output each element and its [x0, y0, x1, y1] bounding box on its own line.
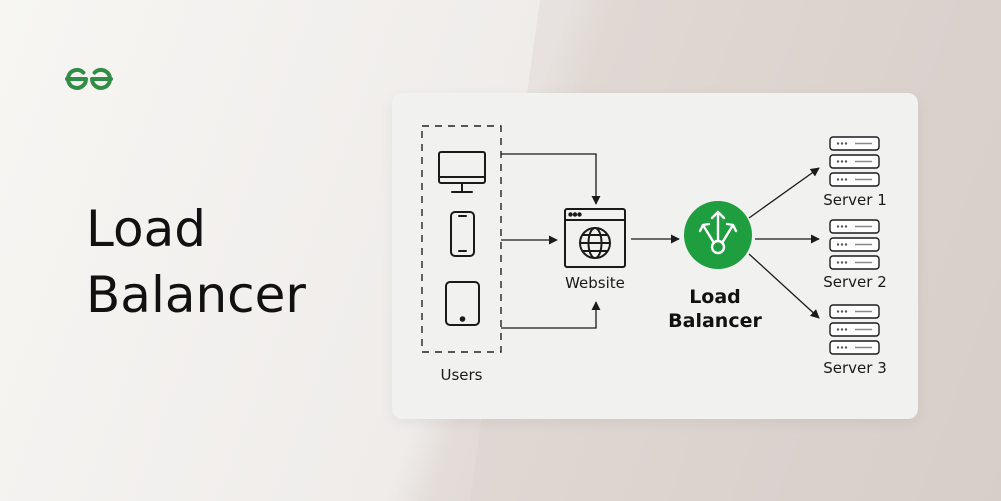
server-2-label: Server 2	[823, 273, 887, 291]
lb-label-line-2: Balancer	[668, 310, 762, 332]
server-icon	[829, 219, 880, 270]
gfg-logo-icon	[65, 67, 113, 90]
load-balancer-label: Load Balancer	[650, 285, 780, 333]
users-group-box	[421, 125, 502, 353]
title-line-1: Load	[86, 200, 206, 258]
users-to-website-connectors	[501, 153, 601, 329]
website-label: Website	[565, 274, 625, 292]
users-label: Users	[440, 366, 483, 384]
page-title: Load Balancer	[86, 196, 306, 328]
server-1-label: Server 1	[823, 191, 887, 209]
title-line-2: Balancer	[86, 266, 306, 324]
website-icon	[564, 208, 626, 268]
tablet-icon	[445, 281, 480, 326]
monitor-icon	[438, 151, 486, 193]
server-icon	[829, 304, 880, 355]
lb-label-line-1: Load	[689, 286, 741, 308]
server-icon	[829, 136, 880, 187]
load-balancer-icon	[684, 201, 752, 269]
server-3-label: Server 3	[823, 359, 887, 377]
lb-to-servers-connectors	[748, 167, 820, 319]
smartphone-icon	[450, 211, 475, 257]
